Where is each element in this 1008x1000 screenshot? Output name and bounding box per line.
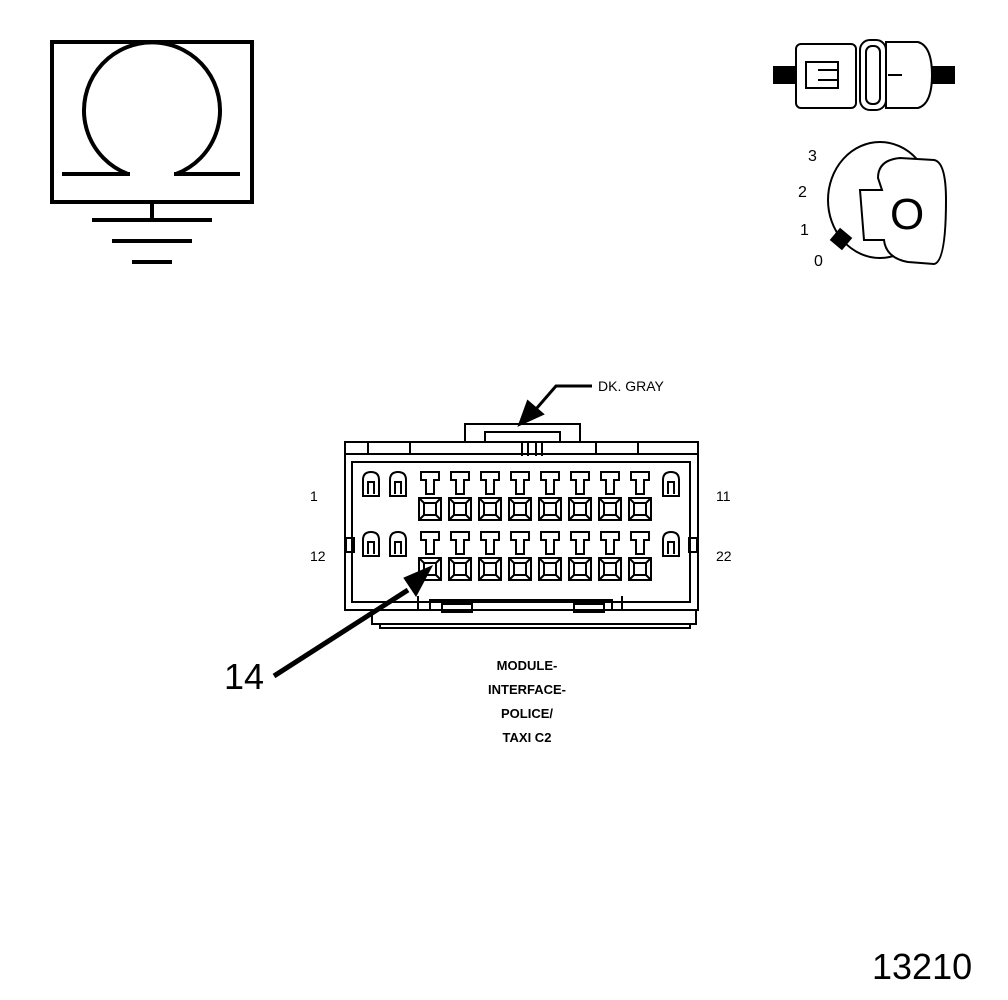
terminal-cavity bbox=[418, 471, 442, 521]
terminal-cavity bbox=[418, 531, 442, 581]
figure-number: 13210 bbox=[872, 946, 973, 987]
disconnect-connector-icon bbox=[773, 39, 955, 111]
terminal-cavity bbox=[508, 471, 532, 521]
connector-name: MODULE- INTERFACE- POLICE/ TAXI C2 bbox=[452, 654, 602, 750]
terminal-cavity bbox=[448, 531, 472, 581]
ignition-position-0: 0 bbox=[814, 253, 823, 270]
pin-label-11: 11 bbox=[716, 488, 731, 504]
wire-color-label: DK. GRAY bbox=[598, 378, 664, 394]
terminal-cavity bbox=[598, 471, 622, 521]
ignition-position-2: 2 bbox=[798, 184, 807, 201]
terminal-cavity bbox=[508, 531, 532, 581]
terminal-cavity bbox=[628, 471, 652, 521]
latch-cavity bbox=[362, 530, 380, 557]
pin-cavities bbox=[362, 470, 680, 581]
ohmmeter-ground-icon bbox=[50, 40, 254, 264]
ignition-key-label: O bbox=[890, 190, 925, 239]
ignition-position-3: 3 bbox=[808, 148, 817, 165]
color-label-leader bbox=[517, 384, 592, 427]
terminal-cavity bbox=[568, 471, 592, 521]
connector-name-line-4: TAXI C2 bbox=[502, 730, 552, 745]
terminal-cavity bbox=[628, 531, 652, 581]
ignition-key-off-icon bbox=[827, 141, 948, 266]
terminal-cavity bbox=[538, 531, 562, 581]
pin-label-12: 12 bbox=[310, 548, 326, 564]
connector-name-line-1: MODULE- bbox=[496, 658, 558, 673]
terminal-cavity bbox=[568, 531, 592, 581]
callout-arrow bbox=[272, 564, 434, 679]
connector-name-line-2: INTERFACE- bbox=[488, 682, 566, 697]
ignition-position-1: 1 bbox=[800, 222, 809, 239]
latch-cavity bbox=[662, 470, 680, 497]
pin-label-22: 22 bbox=[716, 548, 732, 564]
terminal-cavity bbox=[478, 471, 502, 521]
latch-cavity bbox=[389, 530, 407, 557]
latch-cavity bbox=[362, 470, 380, 497]
terminal-cavity bbox=[538, 471, 562, 521]
pin-label-1: 1 bbox=[310, 488, 318, 504]
terminal-cavity bbox=[448, 471, 472, 521]
latch-cavity bbox=[389, 470, 407, 497]
callout-number: 14 bbox=[224, 656, 265, 697]
connector-body bbox=[344, 423, 699, 629]
terminal-cavity bbox=[598, 531, 622, 581]
connector-name-line-3: POLICE/ bbox=[500, 706, 553, 721]
terminal-cavity bbox=[478, 531, 502, 581]
latch-cavity bbox=[662, 530, 680, 557]
